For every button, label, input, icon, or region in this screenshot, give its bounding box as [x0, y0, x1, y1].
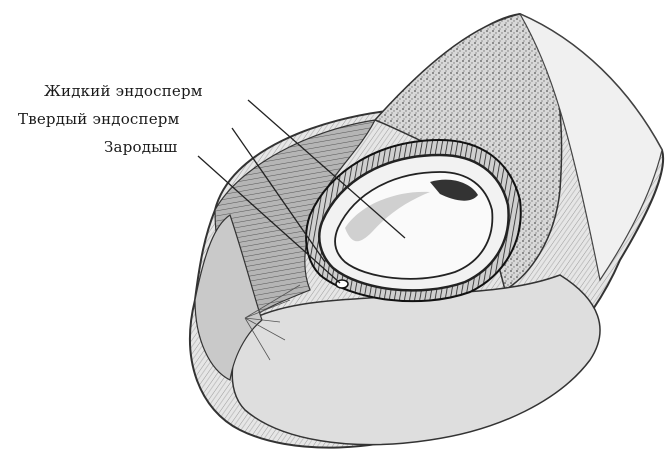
label-solid-endosperm: Твердый эндосперм	[18, 112, 179, 127]
label-embryo: Зародыш	[104, 140, 177, 155]
label-liquid-endosperm: Жидкий эндосперм	[44, 84, 203, 99]
